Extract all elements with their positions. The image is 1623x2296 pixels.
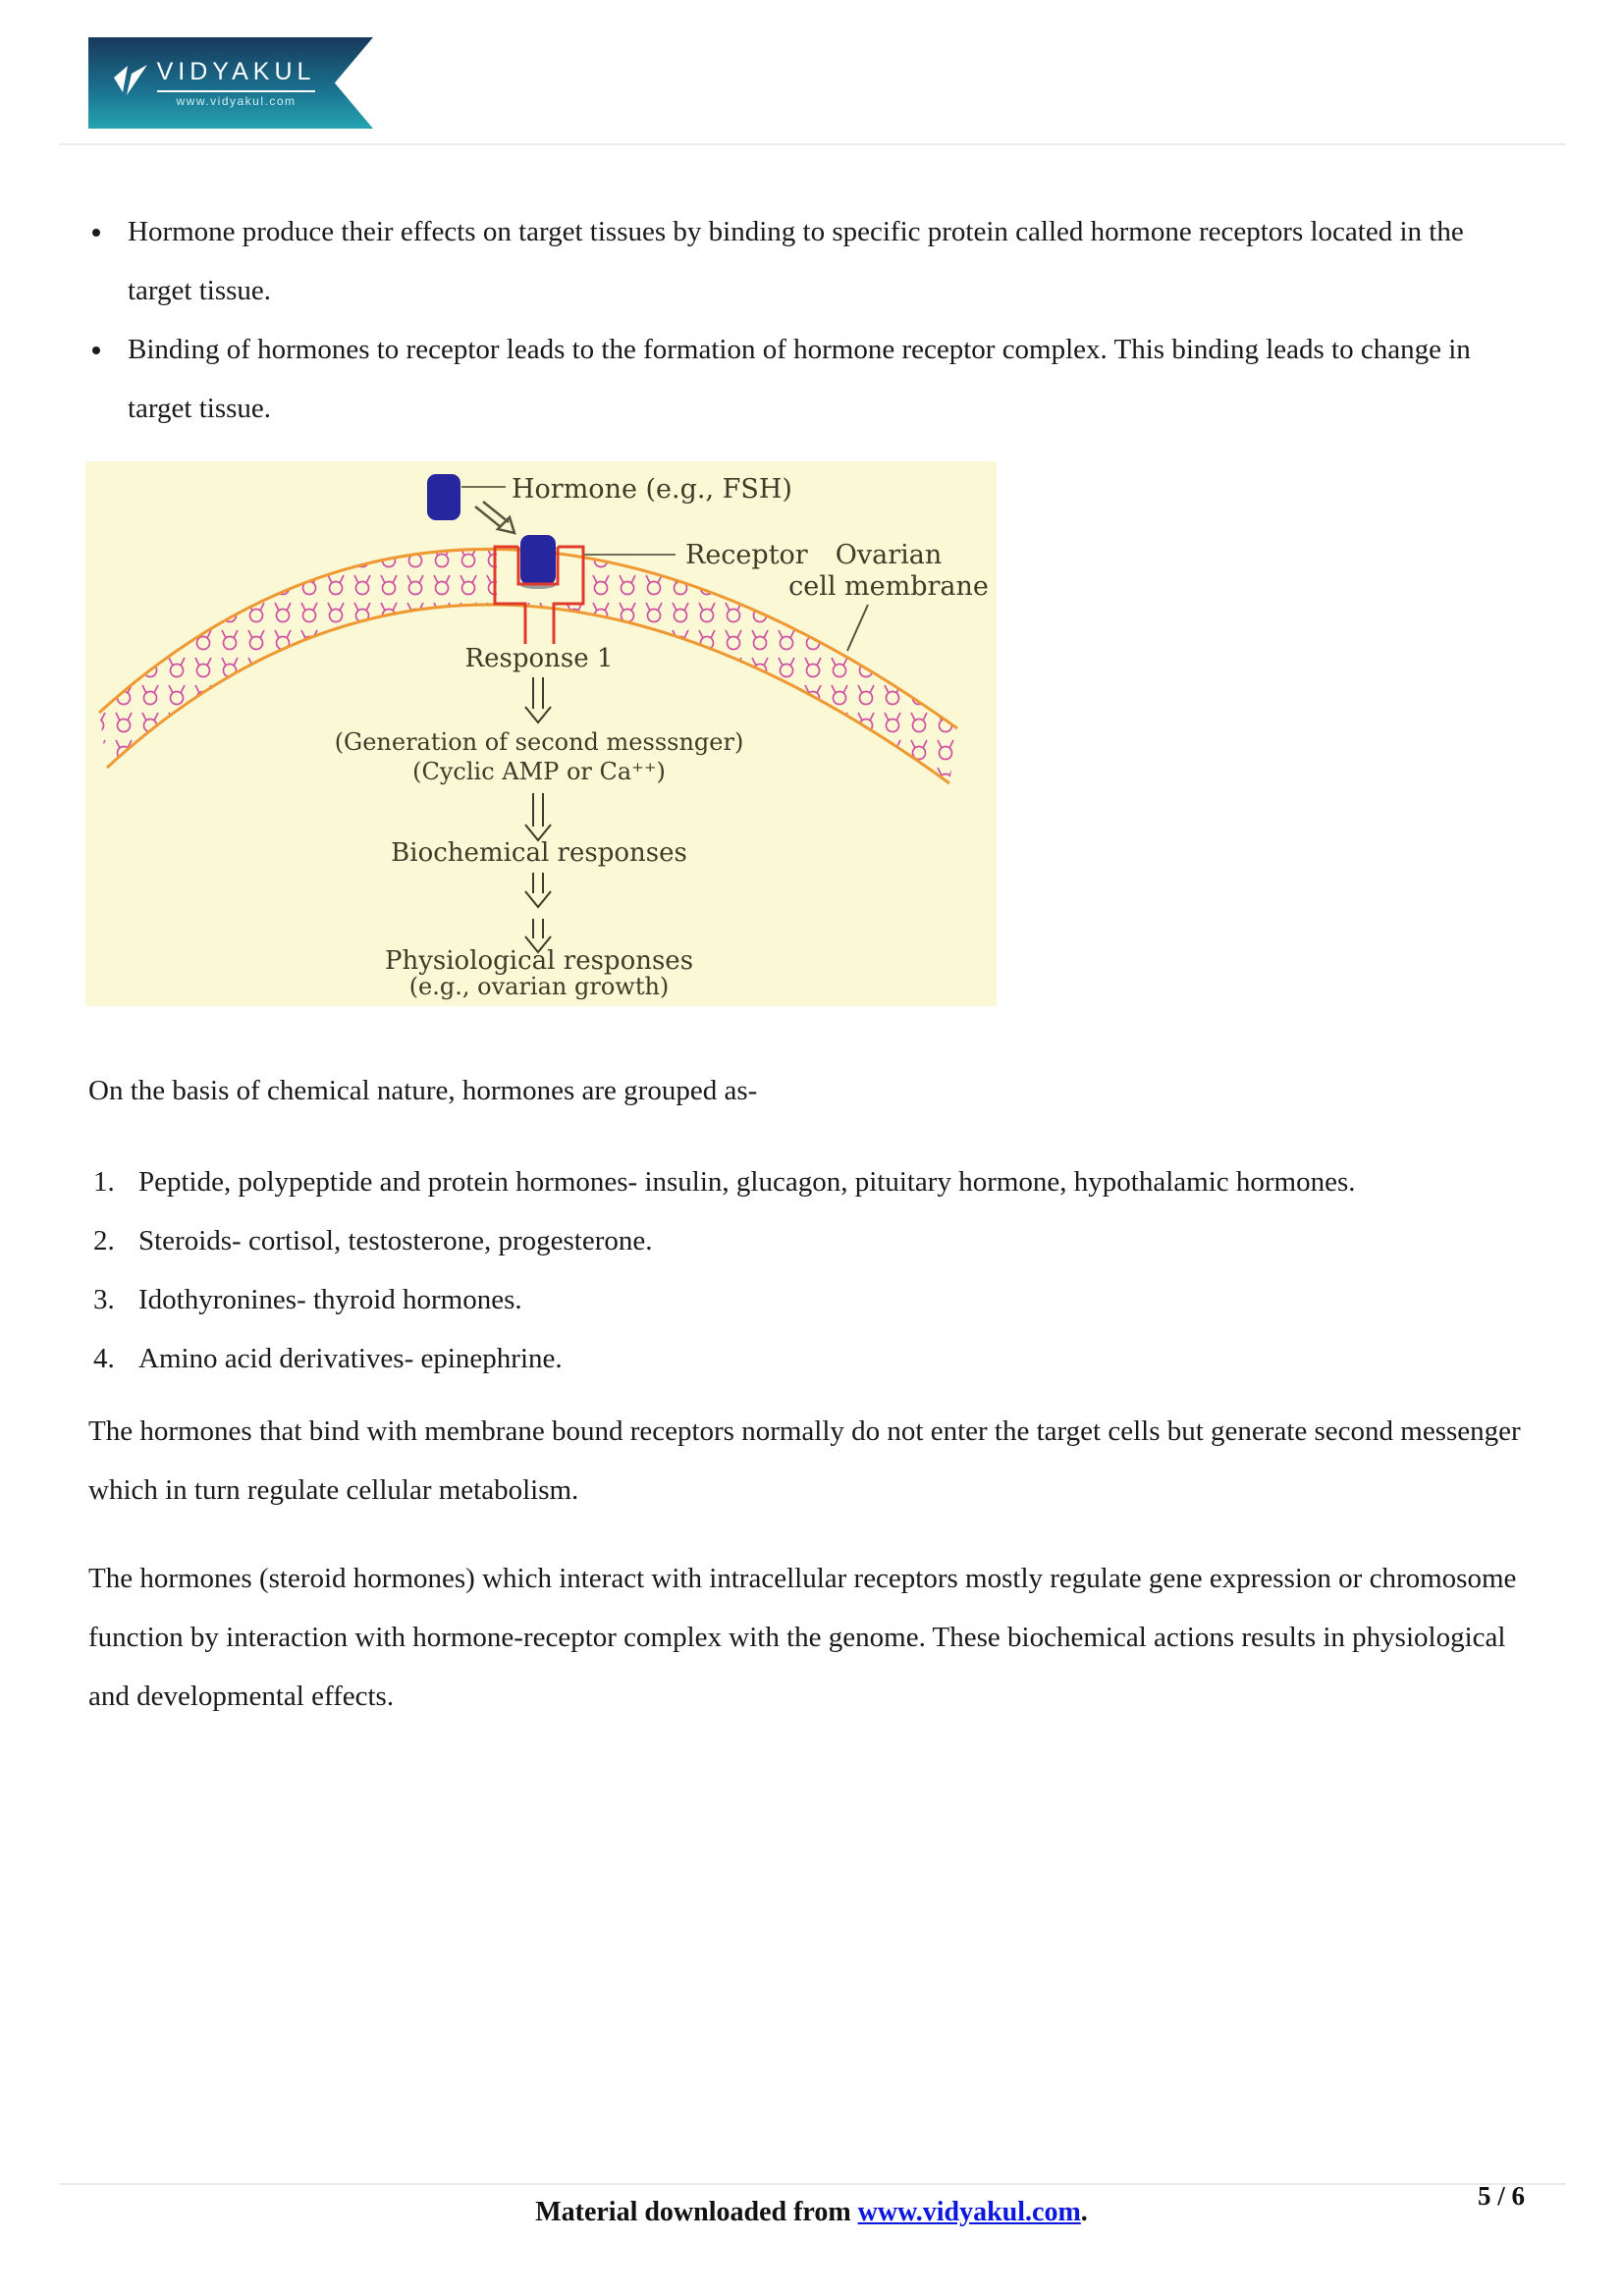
flow-arrow-icon bbox=[524, 677, 552, 724]
hormone-label: Hormone (e.g., FSH) bbox=[512, 474, 792, 505]
vidyakul-logo: VIDYAKUL www.vidyakul.com bbox=[88, 37, 373, 129]
diagram-canvas: Hormone (e.g., FSH) Receptor Ovarian ce bbox=[85, 461, 997, 1006]
bullet-list: Hormone produce their effects on target … bbox=[88, 202, 1525, 438]
list-item: 2. Steroids- cortisol, testosterone, pro… bbox=[88, 1211, 1525, 1270]
list-number: 2. bbox=[93, 1225, 115, 1256]
paragraph: The hormones that bind with membrane bou… bbox=[88, 1415, 1521, 1506]
page-content: Hormone produce their effects on target … bbox=[0, 143, 1623, 1726]
list-item: 3. Idothyronines- thyroid hormones. bbox=[88, 1270, 1525, 1329]
list-number: 3. bbox=[93, 1284, 115, 1315]
binding-arrow-icon bbox=[474, 501, 516, 535]
list-text: Amino acid derivatives- epinephrine. bbox=[138, 1343, 563, 1374]
list-item: 1. Peptide, polypeptide and protein horm… bbox=[88, 1152, 1525, 1211]
list-text: Idothyronines- thyroid hormones. bbox=[138, 1284, 522, 1315]
list-item: 4. Amino acid derivatives- epinephrine. bbox=[88, 1329, 1525, 1388]
logo-subtitle: www.vidyakul.com bbox=[176, 94, 297, 108]
physiological-label-line1: Physiological responses bbox=[385, 946, 693, 976]
vidyakul-logo-icon bbox=[113, 64, 147, 95]
logo-texts: VIDYAKUL www.vidyakul.com bbox=[156, 58, 316, 108]
membrane-label-line1: Ovarian bbox=[836, 540, 943, 570]
receptor-outline bbox=[493, 545, 585, 644]
list-number: 1. bbox=[93, 1166, 115, 1198]
logo-title: VIDYAKUL bbox=[156, 58, 316, 92]
list-text: Steroids- cortisol, testosterone, proges… bbox=[138, 1225, 653, 1256]
hormone-pill bbox=[427, 474, 460, 520]
second-messenger-line2: (Cyclic AMP or Ca⁺⁺) bbox=[412, 758, 666, 785]
paragraph: The hormones (steroid hormones) which in… bbox=[88, 1563, 1517, 1712]
header-divider bbox=[59, 143, 1566, 145]
second-messenger-line1: (Generation of second messsnger) bbox=[335, 728, 744, 756]
bullet-item: Hormone produce their effects on target … bbox=[115, 202, 1525, 320]
list-number: 4. bbox=[93, 1343, 115, 1374]
intro-line: On the basis of chemical nature, hormone… bbox=[88, 1075, 758, 1106]
footer-suffix: . bbox=[1080, 2197, 1088, 2227]
page-number: 5 / 6 bbox=[1477, 2181, 1525, 2211]
footer-link[interactable]: www.vidyakul.com bbox=[857, 2197, 1081, 2227]
biochemical-label: Biochemical responses bbox=[391, 838, 687, 868]
bullet-item: Binding of hormones to receptor leads to… bbox=[115, 320, 1525, 438]
footer: Material downloaded from www.vidyakul.co… bbox=[0, 2197, 1623, 2228]
membrane-label-line2: cell membrane bbox=[788, 571, 989, 602]
membrane-pointer-line bbox=[846, 604, 869, 652]
footer-divider bbox=[59, 2183, 1566, 2185]
receptor-label: Receptor bbox=[685, 540, 808, 570]
hormone-groups-list: 1. Peptide, polypeptide and protein horm… bbox=[88, 1152, 1525, 1388]
flow-arrow-icon bbox=[524, 873, 552, 909]
flow-arrow-icon bbox=[524, 793, 552, 842]
response1-label: Response 1 bbox=[465, 644, 614, 673]
hormone-receptor-diagram: Hormone (e.g., FSH) Receptor Ovarian ce bbox=[85, 461, 997, 1006]
flow-arrow-icon bbox=[524, 919, 552, 954]
physiological-label-line2: (e.g., ovarian growth) bbox=[409, 973, 670, 1000]
footer-prefix: Material downloaded from bbox=[535, 2197, 858, 2227]
list-text: Peptide, polypeptide and protein hormone… bbox=[138, 1166, 1356, 1198]
membrane-band bbox=[99, 549, 957, 783]
bound-hormone-pill bbox=[520, 535, 556, 585]
membrane-outer-line bbox=[97, 547, 958, 730]
